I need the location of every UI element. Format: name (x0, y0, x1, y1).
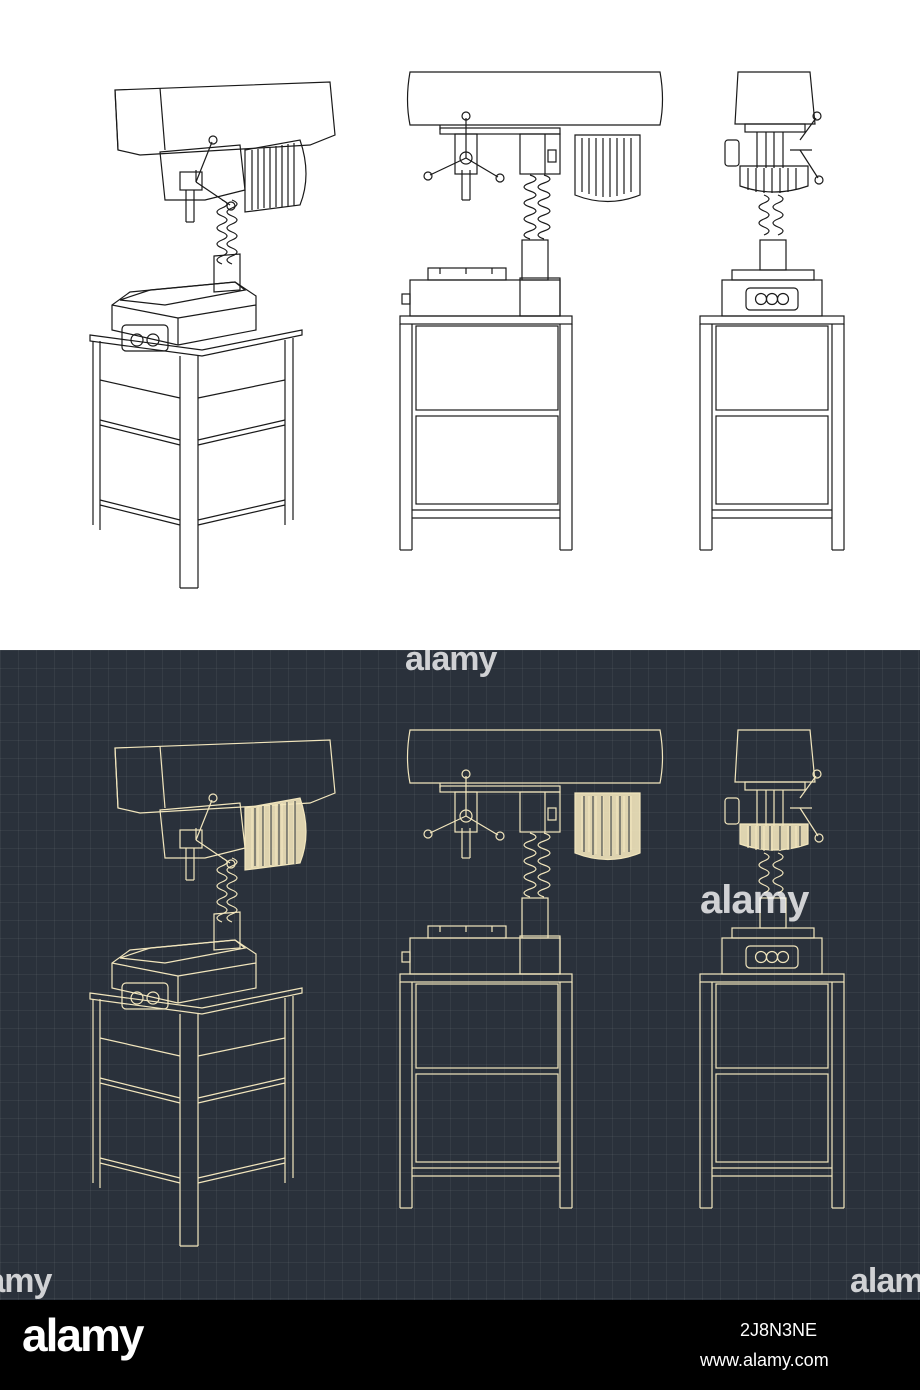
dark-line-drawings (89, 729, 845, 1247)
watermark-bottom-left: alamy (0, 1262, 52, 1300)
watermark-bottom-right: alamy (850, 1262, 920, 1300)
footer-image-id: 2J8N3NE (740, 1320, 818, 1340)
watermark-center-right: alamy (700, 878, 809, 922)
footer-logo[interactable]: alamy (22, 1309, 144, 1361)
footer-url[interactable]: www.alamy.com (700, 1350, 829, 1370)
motor-fins (254, 796, 801, 866)
light-line-drawings (89, 71, 845, 589)
footer-bar: alamy 2J8N3NE www.alamy.com (0, 1300, 920, 1390)
dark-blueprint-panel (0, 650, 920, 1300)
drill-press-drawings (89, 71, 845, 1247)
watermark-top: alamy (405, 640, 497, 678)
motor-fills (245, 793, 808, 870)
